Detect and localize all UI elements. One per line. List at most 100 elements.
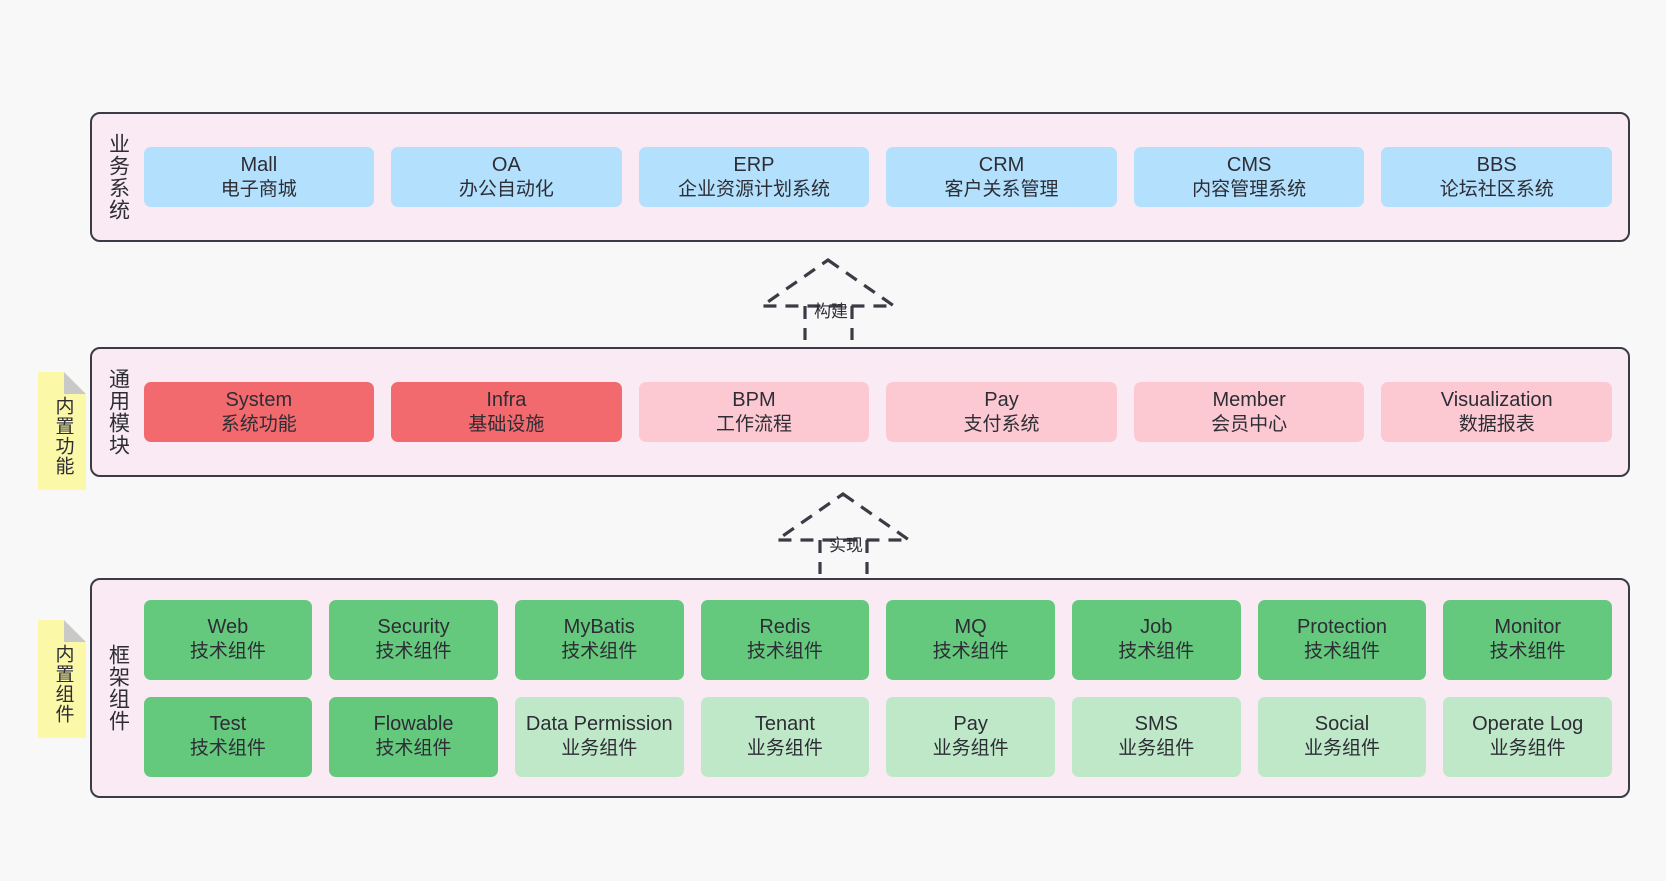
card-crm[interactable]: CRM 客户关系管理 [886,146,1117,208]
card-title: BBS [1476,153,1517,176]
card-social[interactable]: Social 业务组件 [1257,696,1427,777]
card-infra[interactable]: Infra 基础设施 [391,381,622,443]
card-job[interactable]: Job 技术组件 [1071,599,1241,680]
card-row: Web 技术组件 Security 技术组件 MyBatis 技术组件 Redi… [143,599,1613,680]
card-title: Infra [486,388,527,411]
card-sms[interactable]: SMS 业务组件 [1071,696,1241,777]
card-subtitle: 业务组件 [1303,738,1380,760]
card-title: Tenant [754,713,815,736]
layer-business-system: 业务系统 Mall 电子商城 OA 办公自动化 ERP 企业资源计划系统 CRM… [90,112,1630,242]
card-subtitle: 业务组件 [1118,738,1195,760]
card-subtitle: 技术组件 [746,641,823,663]
card-row: System 系统功能 Infra 基础设施 BPM 工作流程 Pay 支付系统… [143,381,1612,443]
card-data-permission[interactable]: Data Permission 业务组件 [514,696,684,777]
card-title: CRM [978,153,1025,176]
layer-framework-components-label: 框架组件 [106,644,130,732]
card-security[interactable]: Security 技术组件 [329,599,498,680]
card-title: Social [1314,713,1370,736]
connector-implement: 实现 [771,492,915,574]
layer-common-modules-label: 通用模块 [106,368,130,456]
card-subtitle: 业务组件 [746,738,823,760]
layer-common-modules: 通用模块 System 系统功能 Infra 基础设施 BPM 工作流程 Pay… [90,347,1630,477]
card-subtitle: 技术组件 [1303,641,1380,663]
arrow-head-triangle [771,492,915,542]
note-builtin-features: 内置功能 [38,372,86,490]
card-title: OA [491,153,521,176]
card-title: BPM [732,388,776,411]
card-pay[interactable]: Pay 支付系统 [886,381,1117,443]
card-title: CMS [1226,153,1272,176]
card-protection[interactable]: Protection 技术组件 [1257,599,1427,680]
card-subtitle: 技术组件 [375,738,452,760]
card-pay-business[interactable]: Pay 业务组件 [886,696,1055,777]
card-subtitle: 支付系统 [963,413,1040,435]
card-title: Visualization [1440,388,1553,411]
card-bpm[interactable]: BPM 工作流程 [638,381,870,443]
note-fold-corner-icon [64,620,86,642]
card-title: SMS [1134,713,1178,736]
card-subtitle: 技术组件 [375,641,452,663]
card-tenant[interactable]: Tenant 业务组件 [700,696,870,777]
card-subtitle: 电子商城 [220,178,297,200]
card-title: Mall [240,153,278,176]
card-subtitle: 基础设施 [468,413,545,435]
card-title: Redis [759,616,811,639]
card-mybatis[interactable]: MyBatis 技术组件 [514,599,684,680]
card-web[interactable]: Web 技术组件 [143,599,313,680]
card-subtitle: 企业资源计划系统 [677,178,830,200]
card-monitor[interactable]: Monitor 技术组件 [1443,599,1613,680]
note-fold-corner-icon [64,372,86,394]
card-operate-log[interactable]: Operate Log 业务组件 [1443,696,1613,777]
card-visualization[interactable]: Visualization 数据报表 [1381,381,1612,443]
layer-framework-components-body: Web 技术组件 Security 技术组件 MyBatis 技术组件 Redi… [138,580,1628,796]
card-subtitle: 数据报表 [1458,413,1535,435]
card-title: Pay [953,713,988,736]
card-title: Member [1212,388,1286,411]
card-subtitle: 系统功能 [220,413,297,435]
card-cms[interactable]: CMS 内容管理系统 [1133,146,1365,208]
card-mall[interactable]: Mall 电子商城 [143,146,375,208]
card-subtitle: 会员中心 [1211,413,1288,435]
card-flowable[interactable]: Flowable 技术组件 [329,696,498,777]
card-title: System [225,388,293,411]
note-builtin-features-text: 内置功能 [52,396,74,476]
card-row: Test 技术组件 Flowable 技术组件 Data Permission … [143,696,1613,777]
arrow-head-triangle [756,258,900,308]
card-subtitle: 业务组件 [1489,738,1566,760]
card-mq[interactable]: MQ 技术组件 [886,599,1055,680]
card-subtitle: 技术组件 [561,641,638,663]
card-subtitle: 论坛社区系统 [1439,178,1554,200]
card-member[interactable]: Member 会员中心 [1133,381,1365,443]
card-redis[interactable]: Redis 技术组件 [700,599,870,680]
card-test[interactable]: Test 技术组件 [143,696,313,777]
card-title: MQ [954,616,987,639]
card-title: Pay [984,388,1019,411]
card-title: Flowable [373,713,454,736]
card-title: Security [377,616,450,639]
card-title: Web [207,616,249,639]
card-title: Job [1140,616,1173,639]
card-title: Protection [1296,616,1388,639]
connector-implement-label: 实现 [829,536,863,555]
card-erp[interactable]: ERP 企业资源计划系统 [638,146,870,208]
layer-framework-components: 框架组件 Web 技术组件 Security 技术组件 MyBatis 技术组件… [90,578,1630,798]
layer-business-system-body: Mall 电子商城 OA 办公自动化 ERP 企业资源计划系统 CRM 客户关系… [138,114,1628,240]
card-subtitle: 业务组件 [932,738,1009,760]
card-title: MyBatis [563,616,635,639]
card-system[interactable]: System 系统功能 [143,381,375,443]
card-oa[interactable]: OA 办公自动化 [391,146,622,208]
card-subtitle: 技术组件 [189,641,266,663]
connector-build: 构建 [756,258,900,340]
card-title: ERP [733,153,775,176]
connector-build-label: 构建 [814,302,848,321]
card-title: Data Permission [525,713,673,736]
card-subtitle: 内容管理系统 [1192,178,1307,200]
layer-business-system-label: 业务系统 [106,133,130,221]
card-subtitle: 业务组件 [561,738,638,760]
card-subtitle: 技术组件 [189,738,266,760]
card-subtitle: 工作流程 [715,413,792,435]
card-bbs[interactable]: BBS 论坛社区系统 [1381,146,1612,208]
card-subtitle: 客户关系管理 [944,178,1059,200]
note-builtin-components-text: 内置组件 [52,644,74,724]
